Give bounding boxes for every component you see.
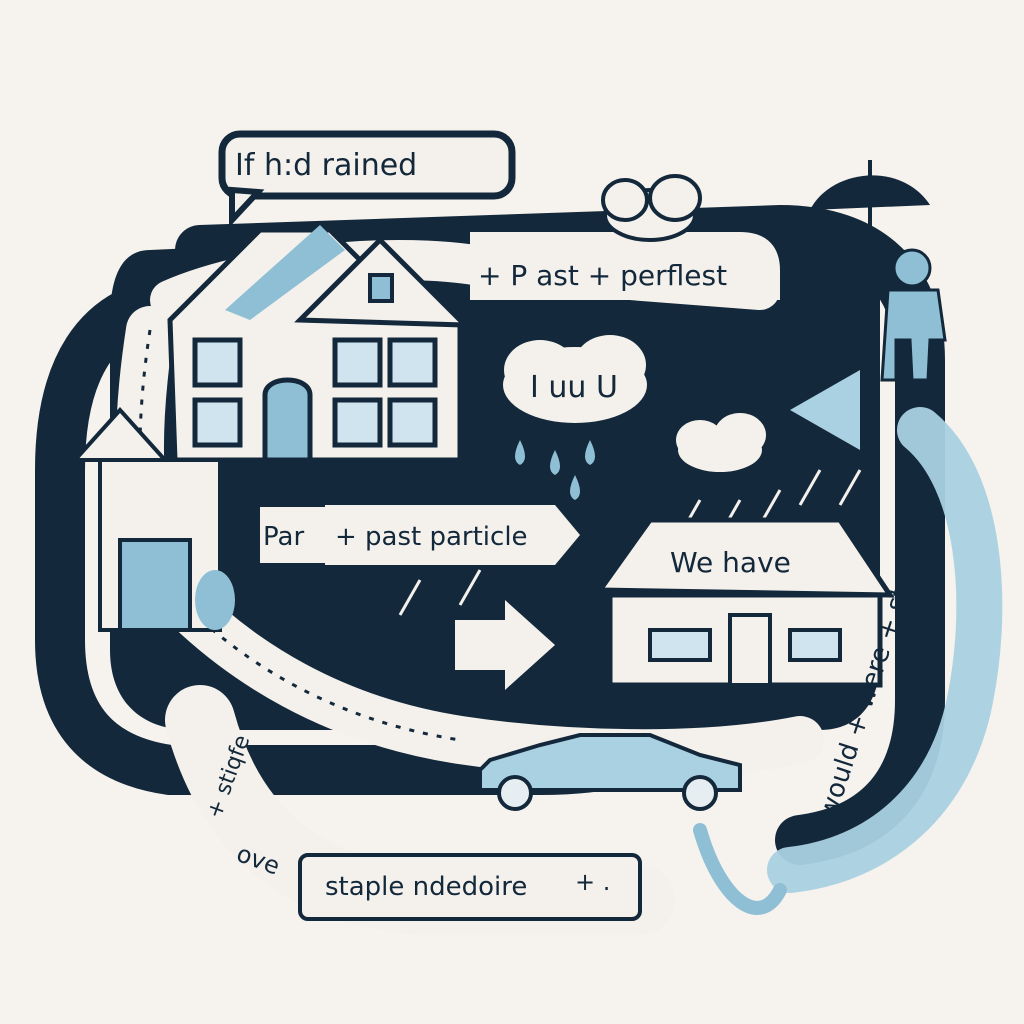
rain-drops-icon	[515, 440, 595, 500]
umbrella-person-icon	[810, 160, 947, 382]
past-perfect-banner	[470, 232, 780, 300]
speech-bubble-tail	[229, 186, 265, 228]
participle-prefix-text: Par	[263, 522, 304, 552]
bottom-label-box	[298, 853, 642, 921]
speech-bubble-top	[218, 130, 516, 200]
participle-text: + past particle	[335, 522, 528, 552]
arrow-right-icon	[455, 600, 555, 690]
top-cloud-icon	[601, 174, 702, 242]
bottom-label-text: staple ndedoire	[325, 872, 527, 902]
cloud-icon	[503, 335, 647, 423]
big-house	[167, 225, 472, 463]
house-icon	[595, 517, 895, 688]
right-track	[767, 407, 1003, 893]
bottom-curl	[693, 823, 787, 915]
we-have-text: We have	[670, 546, 791, 579]
small-cloud-icon	[676, 413, 766, 472]
past-perfect-text: + P ast + perflest	[478, 259, 727, 292]
car-icon	[478, 733, 742, 811]
bottom-plus-text: + .	[575, 868, 610, 896]
bubble-top-text: If h:d rained	[235, 148, 417, 183]
cloud-text: I uu U	[530, 370, 618, 405]
right-track-arrowhead	[790, 370, 860, 450]
participle-arrow-banner	[325, 505, 580, 565]
participle-prefix-box	[256, 503, 330, 567]
left-house	[70, 407, 235, 632]
